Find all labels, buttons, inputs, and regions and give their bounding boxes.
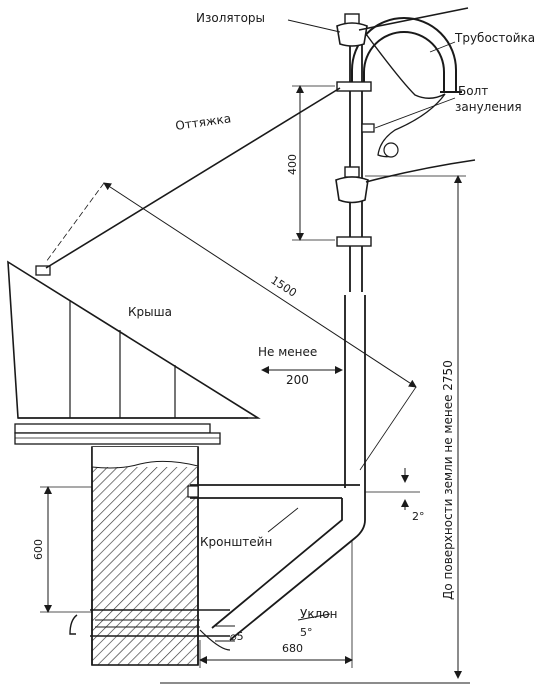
cornice [14,423,221,445]
label-insulators: Изоляторы [196,11,265,25]
insulator-middle-icon [335,166,369,204]
clamp-lower [336,236,372,247]
label-roof: Крыша [128,305,172,319]
leader-lines [267,19,456,621]
dimension-680 [199,540,353,668]
dim-680-text: 680 [282,642,303,655]
roof-anchor [35,265,51,276]
insulator-top-icon [336,13,368,47]
dimension-2-degrees [365,468,420,510]
dimension-600 [40,486,92,613]
dimension-1500 [45,182,417,471]
label-bolt-line2: зануления [455,100,522,114]
label-bracket: Кронштейн [200,535,272,549]
label-pipe-stand: Трубостойка [454,31,535,45]
dim-5-degrees-text: 5° [300,626,313,639]
dim-400-text: 400 [286,154,299,175]
label-to-ground: До поверхности земли не менее 2750 [441,360,455,600]
dim-2-degrees-text: 2° [412,510,425,523]
grounding-bolt [361,123,375,133]
dimension-ground-2750 [160,175,470,684]
label-guy-wire: Оттяжка [174,111,231,133]
label-bolt-line1: Болт [458,84,488,98]
guy-wire [45,87,341,269]
label-not-less-line1: Не менее [258,345,317,359]
dim-600-text: 600 [32,539,45,560]
dimension-phi5 [215,625,235,642]
label-slope: Уклон [300,607,337,621]
brick-wall [91,446,199,666]
clamp-top [336,81,372,92]
dim-phi5-text: ⌀5 [230,630,244,643]
dim-1500-text: 1500 [268,274,299,300]
roof [7,260,261,419]
label-not-less-line2: 200 [286,373,309,387]
service-wires [358,7,476,183]
bracket [69,484,366,651]
